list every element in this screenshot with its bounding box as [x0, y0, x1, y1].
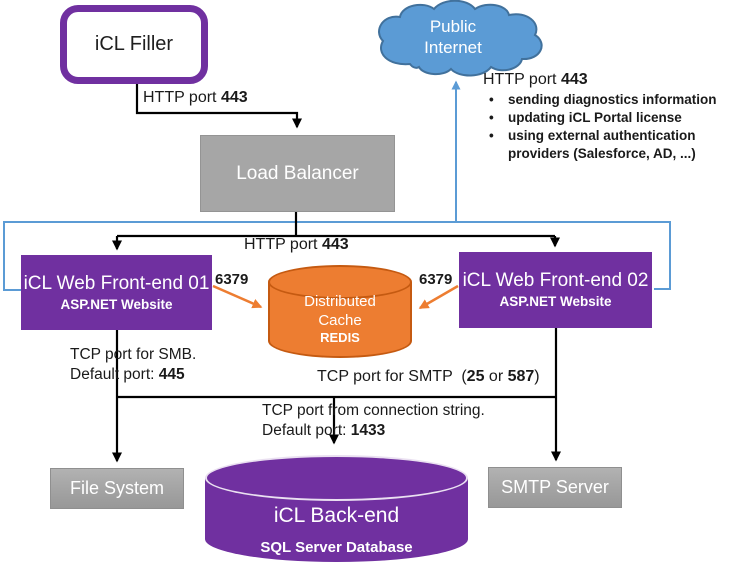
redis-label: REDIS: [320, 330, 360, 345]
cylinder-top-icon: [268, 265, 412, 299]
node-distributed-cache: Distributed Cache REDIS: [268, 265, 412, 358]
frontend02-title: iCL Web Front-end 02: [462, 270, 649, 291]
node-web-frontend-02: iCL Web Front-end 02 ASP.NET Website: [459, 252, 652, 328]
file-system-label: File System: [69, 478, 165, 498]
node-load-balancer: Load Balancer: [200, 135, 395, 212]
node-web-frontend-01: iCL Web Front-end 01 ASP.NET Website: [21, 255, 212, 330]
label-smtp-port: TCP port for SMTP (25 or 587): [317, 368, 540, 385]
frontend02-subtitle: ASP.NET Website: [499, 294, 612, 309]
edge-frontend01-to-redis: [212, 284, 263, 309]
node-smtp-server: SMTP Server: [488, 467, 622, 508]
public-internet-label: Public Internet: [424, 17, 482, 57]
label-connection-string-port: TCP port from connection string. Default…: [262, 402, 485, 439]
edge-filler-to-loadbalancer: [135, 84, 302, 129]
bullet-item: sending diagnostics information: [487, 91, 743, 109]
label-redis-port-right: 6379: [419, 271, 453, 288]
cloud-traffic-bullet-list: sending diagnostics information updating…: [487, 91, 743, 163]
frontend01-title: iCL Web Front-end 01: [23, 272, 210, 294]
label-smb-port: TCP port for SMB. Default port: 445: [70, 346, 197, 383]
frontend01-subtitle: ASP.NET Website: [60, 296, 173, 312]
label-lb-http-port: HTTP port 443: [244, 236, 349, 253]
smtp-server-label: SMTP Server: [501, 477, 609, 497]
bullet-item: updating iCL Portal license: [487, 109, 743, 127]
backend-subtitle: SQL Server Database: [260, 539, 413, 556]
edge-frontends-loop: [3, 221, 671, 291]
node-icl-filler: iCL Filler: [60, 5, 208, 84]
node-public-internet: Public Internet: [370, 0, 548, 80]
distributed-cache-label: Distributed Cache REDIS: [268, 292, 412, 346]
bullet-item: using external authentication providers …: [487, 127, 743, 163]
node-file-system: File System: [50, 468, 184, 509]
cylinder-top-icon: [205, 455, 468, 501]
backend-title: iCL Back-end: [273, 504, 400, 527]
edge-frontend02-to-redis: [418, 284, 459, 310]
label-redis-port-left: 6379: [215, 271, 249, 288]
icl-filler-label: iCL Filler: [94, 33, 174, 55]
backend-label: iCL Back-end SQL Server Database: [205, 503, 468, 561]
label-cloud-http-port: HTTP port 443: [483, 71, 588, 88]
cloud-icon: [378, 0, 543, 77]
node-icl-backend: iCL Back-end SQL Server Database: [205, 455, 468, 562]
load-balancer-label: Load Balancer: [236, 162, 359, 184]
label-filler-http-port: HTTP port 443: [143, 89, 248, 106]
